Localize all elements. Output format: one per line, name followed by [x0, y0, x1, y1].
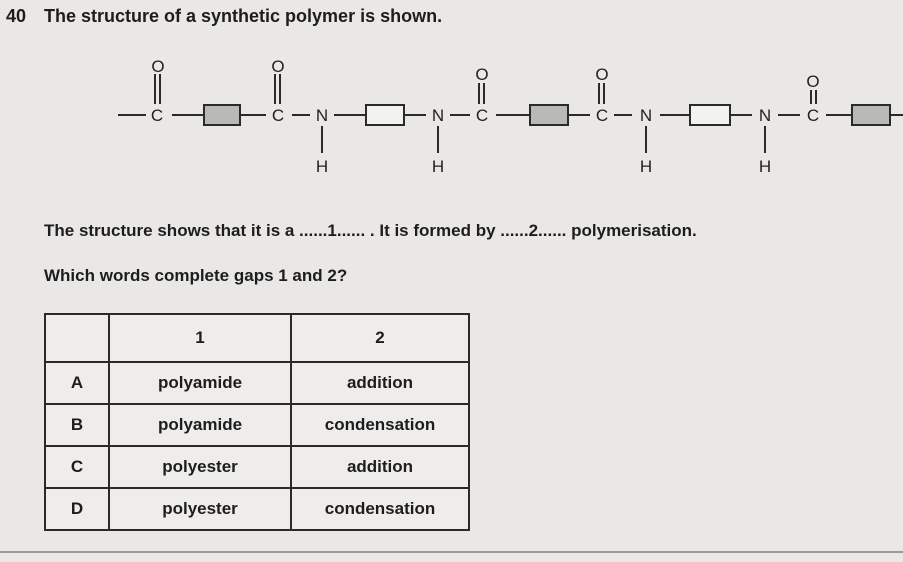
carbon-atom-5: C [807, 106, 819, 125]
table-header-row: 1 2 [44, 313, 470, 363]
oxygen-atom-1: O [151, 57, 164, 76]
carbon-atom-4: C [596, 106, 608, 125]
nitrogen-atom-4: N [759, 106, 771, 125]
option-gap-1: polyester [108, 445, 292, 489]
gap-fill-sentence: The structure shows that it is a ......1… [44, 221, 697, 240]
polymer-structure-diagram: C O C O N H N H C O C O N H N H C O [118, 57, 903, 176]
option-gap-2: addition [290, 361, 470, 405]
hydrogen-atom-4: H [759, 157, 771, 176]
hydrogen-atom-1: H [316, 157, 328, 176]
nitrogen-atom-3: N [640, 106, 652, 125]
table-header-gap-2: 2 [290, 313, 470, 363]
question-number: 40 [6, 6, 27, 26]
oxygen-atom-3: O [475, 65, 488, 84]
option-letter: A [44, 361, 110, 405]
option-gap-2: addition [290, 445, 470, 489]
carbon-atom-1: C [151, 106, 163, 125]
option-gap-2: condensation [290, 403, 470, 447]
option-row-a[interactable]: A polyamide addition [44, 361, 470, 405]
oxygen-atom-5: O [806, 72, 819, 91]
oxygen-atom-4: O [595, 65, 608, 84]
option-gap-1: polyester [108, 487, 292, 531]
option-letter: D [44, 487, 110, 531]
nitrogen-atom-1: N [316, 106, 328, 125]
option-letter: B [44, 403, 110, 447]
question-title: The structure of a synthetic polymer is … [44, 6, 443, 26]
table-header-letter [44, 313, 110, 363]
option-gap-1: polyamide [108, 361, 292, 405]
bottom-divider [0, 551, 903, 553]
option-row-c[interactable]: C polyester addition [44, 445, 470, 489]
option-letter: C [44, 445, 110, 489]
oxygen-atom-2: O [271, 57, 284, 76]
option-gap-1: polyamide [108, 403, 292, 447]
answer-options-table: 1 2 A polyamide addition B polyamide con… [44, 313, 470, 531]
carbon-atom-3: C [476, 106, 488, 125]
carbon-atom-2: C [272, 106, 284, 125]
option-row-b[interactable]: B polyamide condensation [44, 403, 470, 447]
nitrogen-atom-2: N [432, 106, 444, 125]
option-gap-2: condensation [290, 487, 470, 531]
table-header-gap-1: 1 [108, 313, 292, 363]
option-row-d[interactable]: D polyester condensation [44, 487, 470, 531]
question-prompt: Which words complete gaps 1 and 2? [44, 266, 348, 285]
hydrogen-atom-2: H [432, 157, 444, 176]
hydrogen-atom-3: H [640, 157, 652, 176]
